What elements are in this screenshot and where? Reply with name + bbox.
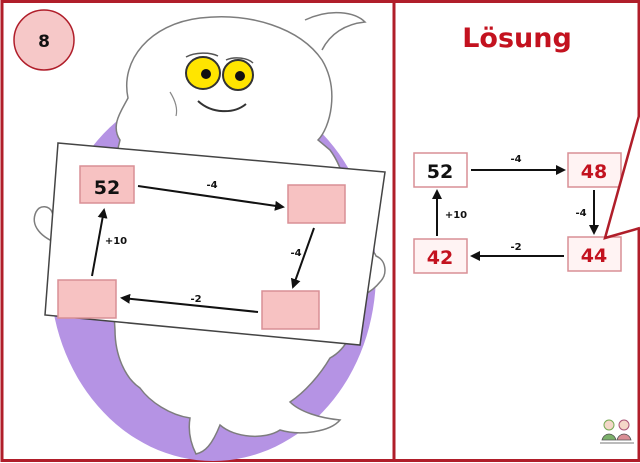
puzzle-arrow-left — [91, 208, 108, 277]
solution-op-right: -4 — [575, 208, 586, 219]
solution-boxes — [413, 152, 622, 274]
solution-box-br — [567, 236, 622, 272]
ghost-cheek-line — [169, 91, 178, 117]
ghost-mouth — [197, 100, 247, 113]
solution-box-bl — [413, 238, 468, 274]
puzzle-op-top: -4 — [206, 180, 217, 191]
puzzle-op-bottom: -2 — [190, 294, 201, 305]
solution-value-tl: 52 — [427, 161, 453, 183]
ghost-left-pupil — [201, 69, 211, 79]
puzzle-box-start — [79, 165, 135, 204]
card-number: 8 — [38, 32, 50, 52]
solution-value-tr: 48 — [581, 161, 607, 183]
puzzle-box-top-right[interactable] — [287, 184, 346, 224]
solution-value-bl: 42 — [427, 247, 453, 269]
solution-value-br: 44 — [581, 245, 607, 267]
solution-op-bottom: -2 — [510, 242, 521, 253]
ghost-brow-right — [225, 57, 254, 64]
puzzle-start-value: 52 — [94, 177, 120, 199]
puzzle-op-right: -4 — [290, 248, 301, 259]
solution-op-top: -4 — [510, 154, 521, 165]
puzzle-op-left: +10 — [105, 236, 127, 247]
ghost-brow-left — [185, 52, 219, 58]
puzzle-arrow-top — [137, 185, 285, 211]
card-number-badge — [13, 9, 75, 71]
solution-op-left: +10 — [445, 210, 467, 221]
corner-logo — [600, 419, 634, 444]
puzzle-arrow-right — [290, 227, 315, 289]
puzzle-arrow-bottom — [120, 293, 259, 313]
puzzle-boxes — [57, 165, 346, 330]
ghost-wisp — [304, 11, 367, 51]
solution-title: Lösung — [462, 23, 572, 54]
solution-box-tl — [413, 152, 468, 188]
ghost-right-pupil — [235, 71, 245, 81]
puzzle-box-bottom-left[interactable] — [57, 279, 117, 319]
solution-box-tr — [567, 152, 622, 188]
speech-bubble-tail — [603, 111, 640, 240]
puzzle-box-bottom-right[interactable] — [261, 290, 320, 330]
